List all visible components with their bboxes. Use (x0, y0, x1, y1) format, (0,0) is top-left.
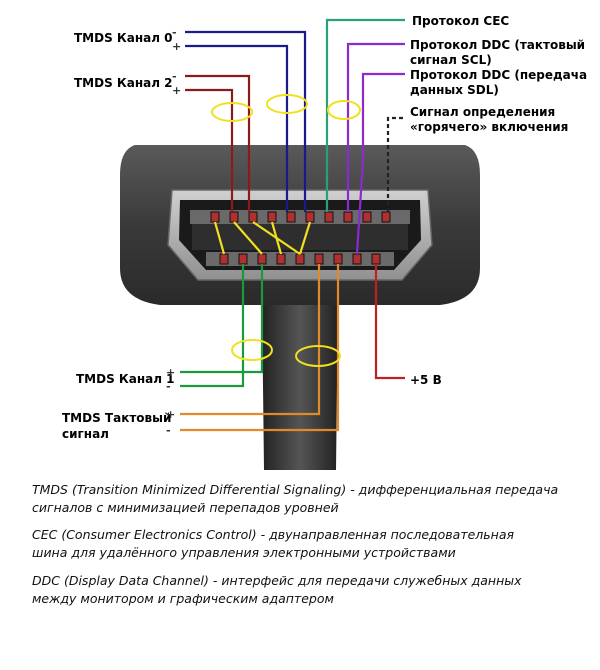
legend-tmds-line2: сигналов с минимизацией перепадов уровне… (32, 500, 339, 515)
bottom-pin-6 (314, 253, 324, 265)
legend-ddc-line2: между монитором и графическим адаптером (32, 591, 334, 606)
bottom-pin-1 (219, 253, 229, 265)
shield-trace-4 (298, 221, 312, 255)
sign-tmds0-plus: + (172, 40, 182, 53)
label-tmds-clock-2: сигнал (62, 427, 109, 441)
hdmi-pinout-diagram (120, 18, 480, 470)
bottom-pins (219, 253, 381, 265)
top-pins (210, 211, 391, 223)
label-hotplug-2: «горячего» включения (410, 120, 569, 134)
legend-cec-line2: шина для удалённого управления электронн… (32, 545, 456, 560)
shield-markers (211, 94, 361, 367)
sign-clock-minus: - (166, 424, 171, 437)
bottom-pin-8 (352, 253, 362, 265)
sign-tmds0-minus: - (172, 26, 177, 39)
top-pin-2 (229, 211, 239, 223)
legend-cec-line1: CEC (Consumer Electronics Control) - дву… (32, 527, 515, 542)
top-pin-4 (267, 211, 277, 223)
legend-tmds-line1: TMDS (Transition Minimized Differential … (32, 482, 559, 497)
shield-trace-5 (233, 221, 263, 255)
wire-tmds2-plus (185, 88, 234, 212)
sign-tmds2-minus: - (172, 70, 177, 83)
top-pin-1 (210, 211, 220, 223)
wire-tmds2-minus (185, 74, 251, 212)
label-tmds-channel-2: TMDS Канал 2 (74, 76, 173, 90)
label-power: +5 В (410, 373, 442, 387)
shield-marker-3 (327, 100, 361, 120)
wire-cec (325, 18, 405, 212)
wire-tmds1-minus (180, 264, 245, 388)
wire-tmds0-minus (185, 30, 307, 212)
bottom-pin-3 (257, 253, 267, 265)
shield-marker-4 (231, 339, 273, 361)
cable (262, 300, 338, 470)
label-ddc-scl-2: сигнал SCL) (410, 53, 492, 67)
legend-ddc: DDC (Display Data Channel) - интерфейс д… (32, 572, 572, 608)
wire-clock-minus (180, 264, 340, 432)
upper-contact-row (190, 210, 410, 224)
label-ddc-sda-2: данных SDL) (410, 83, 499, 97)
label-tmds-clock-1: TMDS Тактовый (62, 411, 172, 425)
wire-ddc-scl (346, 42, 405, 212)
shield-marker-1 (211, 102, 253, 122)
sign-tmds1-minus: - (166, 380, 171, 393)
label-tmds-channel-0: TMDS Канал 0 (74, 31, 173, 45)
bottom-pin-7 (333, 253, 343, 265)
legend-tmds: TMDS (Transition Minimized Differential … (32, 481, 572, 517)
top-pin-5 (286, 211, 296, 223)
sign-clock-plus: + (166, 408, 176, 421)
wire-tmds1-plus (180, 264, 264, 374)
shield-trace-3 (252, 221, 301, 255)
top-pin-10 (381, 211, 391, 223)
top-pin-9 (362, 211, 372, 223)
wire-clock-plus (180, 264, 321, 416)
bottom-pin-5 (295, 253, 305, 265)
sign-tmds2-plus: + (172, 84, 182, 97)
legend-cec: CEC (Consumer Electronics Control) - дву… (32, 526, 572, 562)
label-ddc-sda-1: Протокол DDC (передача (410, 68, 588, 82)
top-pin-6 (305, 211, 315, 223)
wire-tmds0-plus (185, 44, 289, 212)
shield-trace-1 (213, 221, 226, 255)
wires (180, 18, 405, 432)
top-pin-8 (343, 211, 353, 223)
legend-ddc-line1: DDC (Display Data Channel) - интерфейс д… (32, 573, 522, 588)
wire-power (374, 264, 405, 380)
bottom-pin-2 (238, 253, 248, 265)
label-hotplug-1: Сигнал определения (410, 105, 556, 119)
bottom-pin-9 (371, 253, 381, 265)
wire-hotplug (386, 116, 403, 212)
top-pin-7 (324, 211, 334, 223)
center-tongue (192, 224, 408, 250)
label-tmds-channel-1: TMDS Канал 1 (76, 372, 175, 386)
label-cec: Протокол CEC (412, 14, 510, 28)
shield-marker-5 (295, 345, 341, 367)
sign-tmds1-plus: + (166, 366, 176, 379)
shield-marker-2 (266, 94, 308, 114)
top-pin-3 (248, 211, 258, 223)
bottom-pin-4 (276, 253, 286, 265)
wire-ddc-sda (355, 72, 405, 255)
label-ddc-scl-1: Протокол DDC (тактовый (410, 38, 586, 52)
